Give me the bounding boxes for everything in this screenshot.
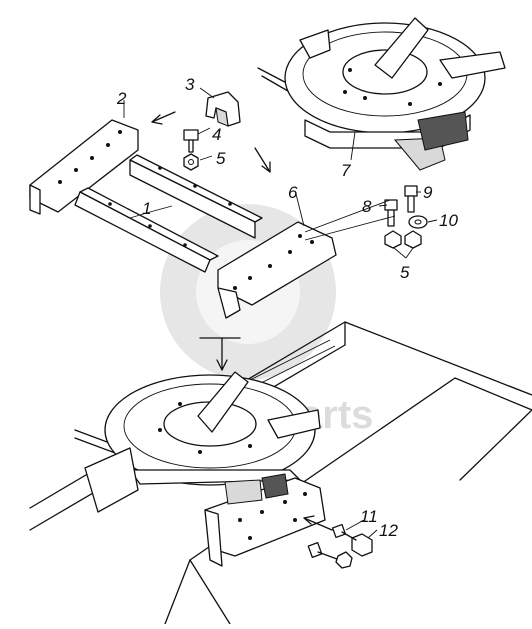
callout-5-lower: 5	[400, 263, 410, 282]
fasteners-11-12	[307, 523, 373, 569]
bracket-6	[217, 221, 337, 319]
fifth-wheel-top	[257, 17, 506, 171]
callout-2: 2	[116, 89, 127, 108]
fifth-wheel-installed	[74, 371, 326, 567]
leader-lines	[123, 87, 438, 539]
callout-1: 1	[142, 199, 151, 218]
callout-8: 8	[362, 197, 372, 216]
callout-7: 7	[341, 161, 351, 180]
callout-3: 3	[185, 75, 195, 94]
callout-12: 12	[379, 521, 398, 540]
callout-5-upper: 5	[216, 149, 226, 168]
fasteners-8-9-10	[384, 185, 428, 249]
callout-4: 4	[212, 125, 221, 144]
clamp-3-bolt-4-nut-5	[183, 91, 241, 171]
callout-9: 9	[423, 183, 433, 202]
callout-6: 6	[288, 183, 298, 202]
angle-bars-1	[74, 154, 263, 273]
callouts: 1 2 3 4 5 5 6 7 8 9 10 11 12	[116, 75, 458, 540]
callout-11: 11	[360, 507, 378, 526]
callout-10: 10	[439, 211, 458, 230]
bracket-2	[29, 119, 139, 215]
